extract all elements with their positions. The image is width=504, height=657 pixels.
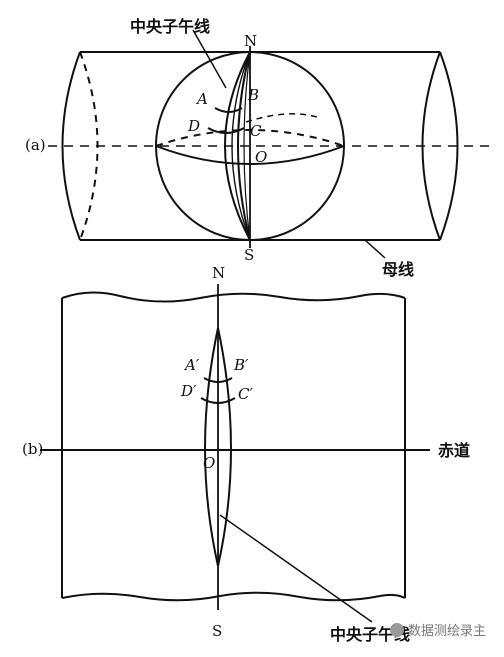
central-meridian-arc — [231, 51, 251, 241]
point-d-prime-label: D′ — [180, 382, 197, 400]
point-a-prime-label: A′ — [183, 356, 200, 374]
panel-a: (a) 中央子午线 N S A B D C O 母线 — [25, 17, 496, 279]
parallel-ab — [214, 107, 243, 113]
panel-a-label: (a) — [25, 136, 46, 154]
projected-lune-left — [204, 327, 219, 567]
parallel-ab-projected — [203, 377, 233, 383]
cylinder-left-front-rim — [61, 51, 81, 241]
projected-lune-right — [217, 327, 232, 567]
generatrix-leader — [364, 239, 386, 259]
wechat-icon — [389, 622, 404, 637]
equator-label: 赤道 — [438, 441, 470, 460]
central-meridian-label-a: 中央子午线 — [130, 17, 210, 36]
point-o-label-a: O — [255, 148, 267, 166]
central-meridian-leader — [192, 29, 227, 89]
panel-b-label: (b) — [22, 440, 43, 458]
lune-right-edge — [237, 51, 251, 241]
lune-left-edge — [224, 51, 251, 241]
watermark: 数据测绘录主 — [389, 620, 486, 639]
point-c-label: C — [250, 122, 262, 140]
watermark-text: 数据测绘录主 — [407, 624, 486, 639]
sheet-top-edge — [61, 291, 406, 303]
point-a-label: A — [195, 90, 208, 108]
north-label-b: N — [212, 264, 225, 282]
point-d-label: D — [187, 117, 200, 135]
parallel-dc — [207, 127, 245, 134]
sheet-bottom-edge — [61, 591, 406, 602]
south-label-a: S — [244, 246, 254, 264]
panel-b: (b) N S A′ B′ D′ C′ O 赤道 中央子午线 — [22, 264, 470, 644]
central-meridian-leader-b — [219, 514, 373, 623]
parallel-dc-projected — [200, 397, 236, 404]
north-label-a: N — [244, 32, 257, 50]
point-b-label: B — [247, 86, 259, 104]
generatrix-label: 母线 — [382, 260, 414, 279]
point-c-prime-label: C′ — [238, 385, 253, 403]
point-o-label-b: O — [203, 454, 215, 472]
point-b-prime-label: B′ — [233, 356, 249, 374]
south-label-b: S — [212, 622, 222, 640]
lune-inner-arc — [243, 51, 251, 241]
dashed-parallel — [245, 113, 321, 123]
cylinder-right-rim — [439, 51, 459, 241]
